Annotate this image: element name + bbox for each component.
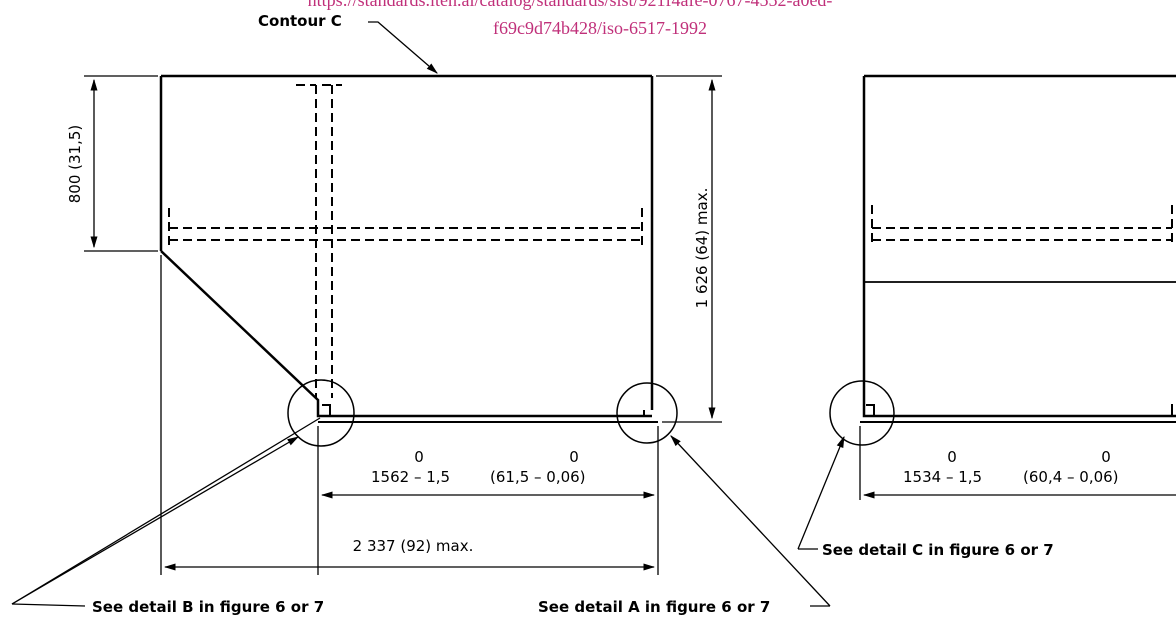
left-hidden-lines [168, 84, 643, 398]
contour-c-leader [368, 21, 438, 74]
dim-1534-tol-upper: 0 [947, 448, 957, 466]
dim-1534 [859, 426, 1176, 500]
right-container-outline [860, 74, 1176, 423]
watermark-url-line1: https://standards.iteh.ai/catalog/standa… [308, 0, 833, 10]
detail-b-label: See detail B in figure 6 or 7 [92, 598, 324, 616]
dim-1562-paren: (61,5 – 0,06) [490, 468, 586, 486]
detail-a-circle [616, 382, 678, 444]
detail-c-label: See detail C in figure 6 or 7 [822, 541, 1054, 559]
dim-800 [84, 75, 158, 252]
dim-1562-paren-tol-upper: 0 [569, 448, 579, 466]
dim-1534-paren-tol-upper: 0 [1101, 448, 1111, 466]
detail-c-circle [829, 380, 895, 446]
detail-a-label: See detail A in figure 6 or 7 [538, 598, 770, 616]
watermark-url-line2: f69c9d74b428/iso-6517-1992 [493, 18, 707, 38]
contour-c-label: Contour C [258, 12, 342, 30]
detail-b-leader [11, 417, 321, 607]
dim-2337-label: 2 337 (92) max. [353, 537, 474, 555]
dim-1626 [656, 75, 722, 423]
detail-a-leader [670, 435, 831, 607]
dim-1562-tol-upper: 0 [414, 448, 424, 466]
dim-2337 [160, 255, 656, 575]
dim-1562 [317, 426, 659, 575]
dim-800-label: 800 (31,5) [66, 125, 84, 204]
detail-c-leader [797, 435, 845, 550]
detail-b-circle [287, 379, 355, 447]
dim-1562-label: 1562 – 1,5 [371, 468, 450, 486]
dim-1626-label: 1 626 (64) max. [693, 188, 711, 309]
dim-1534-paren: (60,4 – 0,06) [1023, 468, 1119, 486]
left-container-outline [159, 74, 658, 423]
dim-1534-label: 1534 – 1,5 [903, 468, 982, 486]
right-hidden-lines [871, 205, 1173, 246]
